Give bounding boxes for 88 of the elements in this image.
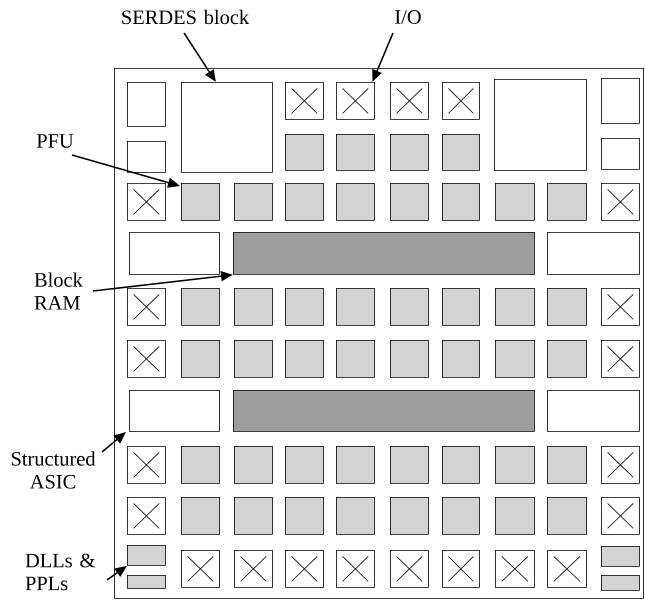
logic-cell [495, 183, 535, 221]
logic-cell [285, 340, 324, 378]
logic-cell [181, 288, 220, 326]
logic-cell [234, 183, 273, 221]
io-cell [601, 183, 640, 221]
logic-cell [442, 134, 480, 171]
io-cell [601, 288, 640, 326]
callout-label: DLLs & PPLs [26, 554, 95, 590]
logic-cell [234, 288, 273, 326]
logic-cell [336, 446, 375, 484]
small-block [127, 141, 166, 173]
logic-cell [442, 340, 480, 378]
memory-block [129, 390, 220, 432]
io-cell [442, 82, 480, 120]
callout-label: PFU [36, 134, 74, 148]
logic-cell [336, 340, 375, 378]
block-ram-bar [233, 232, 535, 275]
logic-cell [336, 497, 375, 535]
logic-cell [390, 183, 429, 221]
logic-cell [495, 446, 535, 484]
logic-cell [547, 288, 587, 326]
dll-block [601, 546, 640, 567]
logic-cell [547, 340, 587, 378]
logic-cell [285, 183, 324, 221]
io-cell [601, 340, 640, 378]
logic-cell [547, 183, 587, 221]
logic-cell [336, 134, 375, 171]
io-cell [390, 550, 429, 588]
small-block [127, 82, 166, 127]
memory-block [547, 232, 640, 275]
io-cell [495, 550, 535, 588]
logic-cell [234, 446, 273, 484]
logic-cell [181, 183, 220, 221]
io-cell [442, 550, 480, 588]
io-cell [390, 82, 429, 120]
serdes-block [494, 79, 587, 171]
logic-cell [390, 497, 429, 535]
callout-label: Block RAM [34, 272, 83, 310]
io-cell [336, 550, 375, 588]
io-cell [601, 497, 640, 535]
logic-cell [181, 340, 220, 378]
callout-label: SERDES block [122, 10, 250, 24]
io-cell [127, 183, 166, 221]
logic-cell [547, 497, 587, 535]
block-ram-bar [233, 390, 535, 432]
logic-cell [495, 288, 535, 326]
logic-cell [495, 340, 535, 378]
io-cell [547, 550, 587, 588]
logic-cell [336, 288, 375, 326]
logic-cell [390, 446, 429, 484]
small-block [601, 78, 640, 124]
dll-block [601, 575, 640, 591]
io-cell [285, 82, 324, 120]
logic-cell [442, 497, 480, 535]
dll-block [127, 575, 166, 589]
logic-cell [234, 340, 273, 378]
small-block [601, 138, 640, 170]
logic-cell [234, 497, 273, 535]
logic-cell [336, 183, 375, 221]
logic-cell [285, 446, 324, 484]
logic-cell [495, 497, 535, 535]
callout-label: I/O [395, 10, 421, 24]
logic-cell [181, 497, 220, 535]
logic-cell [390, 340, 429, 378]
callout-label: Structured ASIC [12, 451, 96, 489]
io-cell [336, 82, 375, 120]
logic-cell [285, 497, 324, 535]
memory-block [547, 390, 640, 432]
dll-block [127, 545, 166, 566]
serdes-block [181, 82, 273, 173]
io-cell [127, 497, 166, 535]
logic-cell [442, 288, 480, 326]
memory-block [129, 232, 220, 275]
logic-cell [390, 134, 429, 171]
io-cell [127, 340, 166, 378]
io-cell [601, 446, 640, 484]
logic-cell [285, 134, 324, 171]
logic-cell [285, 288, 324, 326]
logic-cell [547, 446, 587, 484]
io-cell [127, 288, 166, 326]
logic-cell [390, 288, 429, 326]
io-cell [234, 550, 273, 588]
io-cell [127, 446, 166, 484]
io-cell [181, 550, 220, 588]
logic-cell [442, 183, 480, 221]
logic-cell [442, 446, 480, 484]
logic-cell [181, 446, 220, 484]
io-cell [285, 550, 324, 588]
